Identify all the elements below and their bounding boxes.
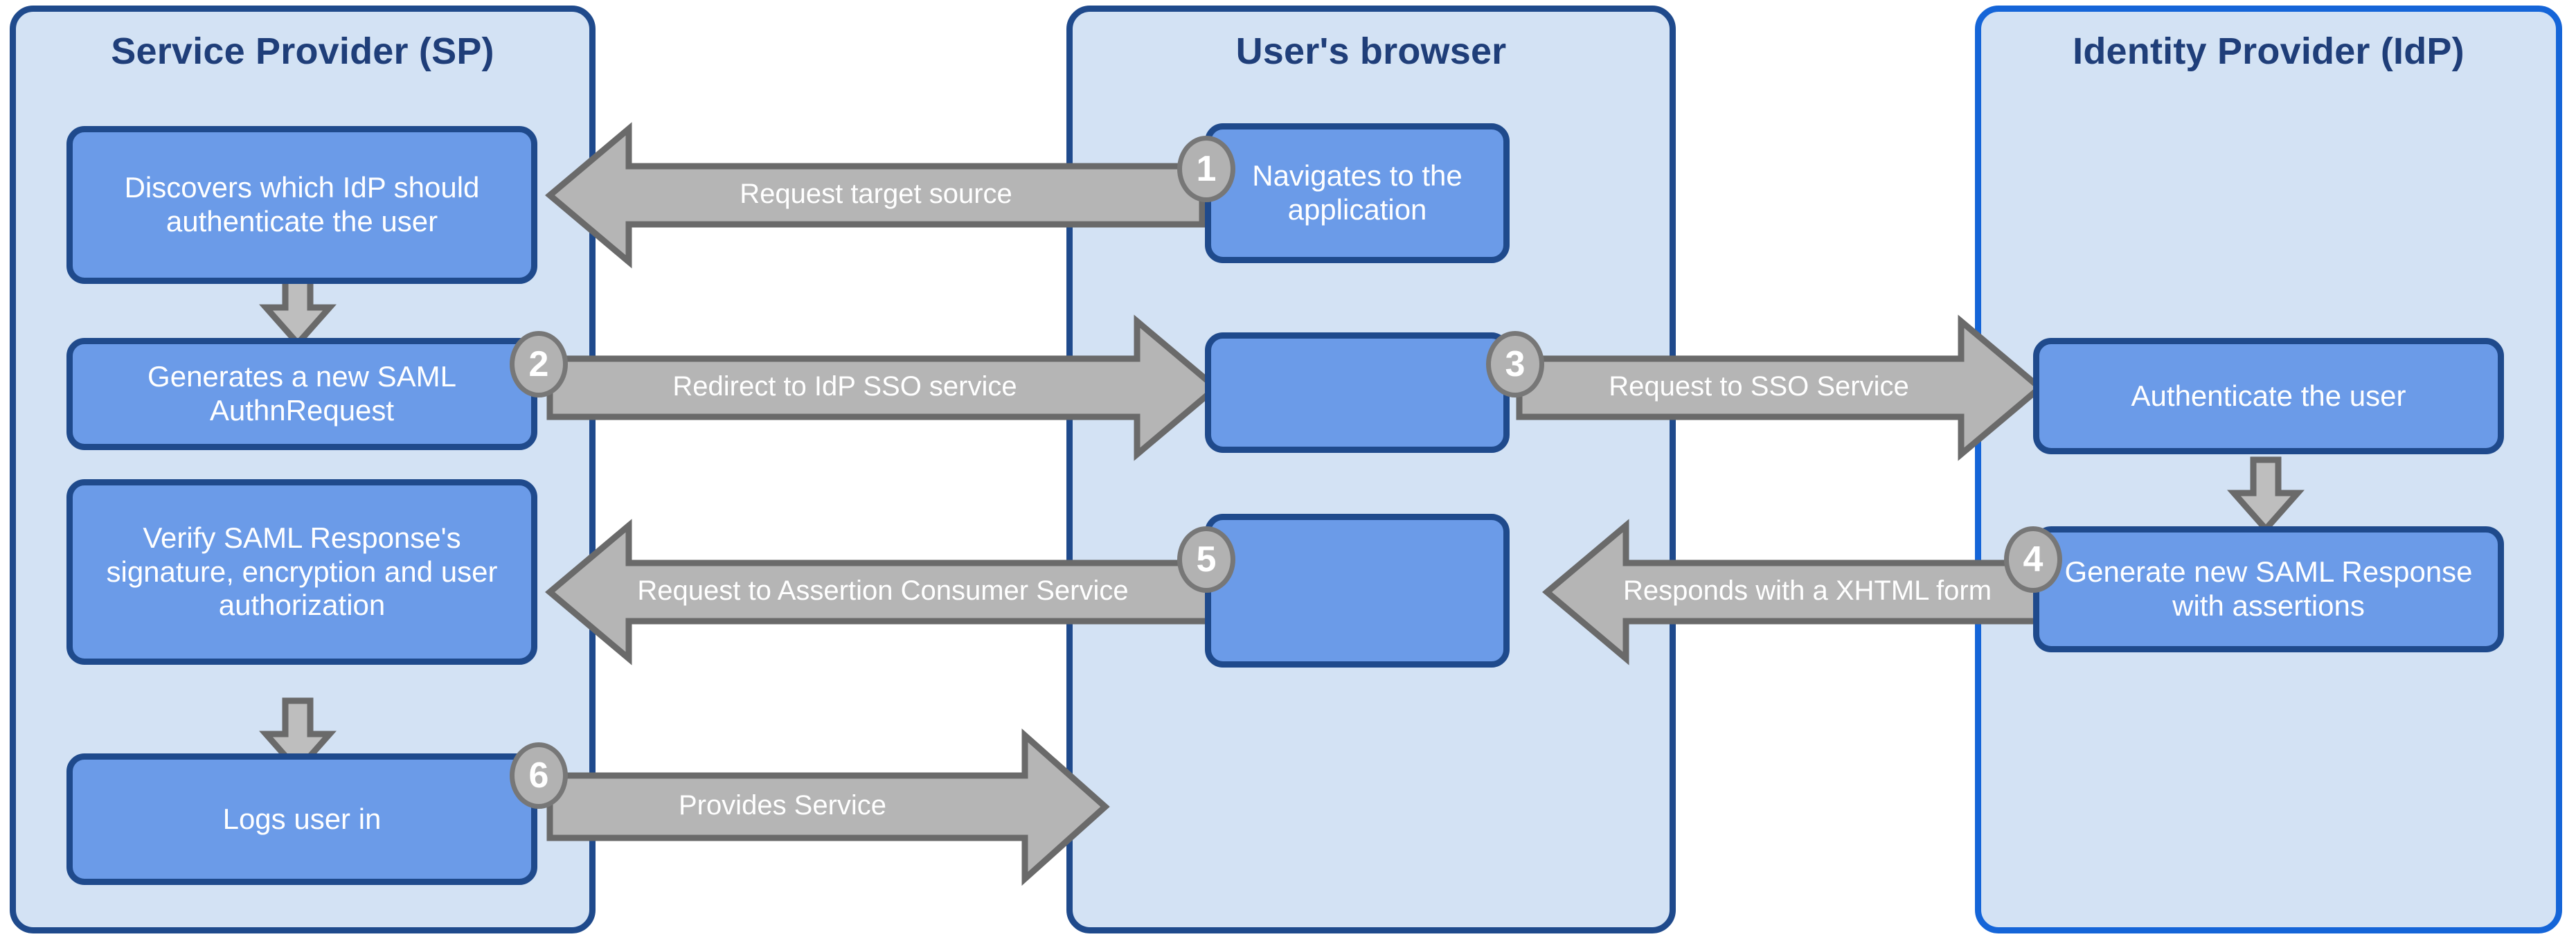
node-idp-generate-response-label: Generate new SAML Response with assertio… [2064,555,2473,622]
step-badge-6: 6 [510,742,568,809]
node-sp-logs-user-in[interactable]: Logs user in [66,753,537,885]
arrow-label-step-1: Request target source [740,179,1012,209]
arrow-label-step-2: Redirect to IdP SSO service [672,371,1017,402]
arrow-label-step-6: Provides Service [678,790,887,821]
lane-title-user-browser: User's browser [1235,30,1507,72]
step-badge-6-number: 6 [528,755,549,796]
step-badge-5-number: 5 [1196,539,1217,580]
node-sp-generates-authnrequest[interactable]: Generates a new SAML AuthnRequest [66,338,537,450]
step-badge-5: 5 [1177,526,1235,593]
step-badge-2-number: 2 [528,344,549,384]
step-badge-4: 4 [2004,526,2062,593]
lane-title-identity-provider: Identity Provider (IdP) [2073,30,2465,72]
node-browser-acs-post[interactable] [1205,514,1510,668]
lane-title-service-provider: Service Provider (SP) [111,30,494,72]
node-browser-navigates-to-app[interactable]: Navigates to the application [1205,123,1510,263]
step-badge-2: 2 [510,331,568,397]
connector-idp-auth-to-generate [2227,456,2305,534]
step-badge-3: 3 [1486,331,1544,397]
node-sp-logs-user-in-label: Logs user in [222,802,382,835]
arrow-label-step-3: Request to SSO Service [1609,371,1909,402]
node-sp-discovers-idp-label: Discovers which IdP should authenticate … [124,171,480,238]
connector-sp-verify-to-login [259,697,337,775]
arrow-label-step-5: Request to Assertion Consumer Service [637,575,1129,606]
arrow-step-6 [546,728,1110,886]
node-idp-authenticate-user[interactable]: Authenticate the user [2033,338,2504,454]
node-browser-sso-redirect[interactable] [1205,332,1510,453]
node-idp-authenticate-user-label: Authenticate the user [2131,379,2406,412]
step-badge-4-number: 4 [2023,539,2043,580]
node-idp-generate-response[interactable]: Generate new SAML Response with assertio… [2033,526,2504,652]
step-badge-1-number: 1 [1196,149,1217,189]
node-browser-navigates-to-app-label: Navigates to the application [1252,159,1463,226]
step-badge-1: 1 [1177,136,1235,202]
step-badge-3-number: 3 [1505,344,1526,384]
node-sp-generates-authnrequest-label: Generates a new SAML AuthnRequest [147,360,456,427]
node-sp-discovers-idp[interactable]: Discovers which IdP should authenticate … [66,126,537,284]
arrow-label-step-4: Responds with a XHTML form [1622,575,1992,606]
node-sp-verify-response-label: Verify SAML Response's signature, encryp… [106,521,498,622]
node-sp-verify-response[interactable]: Verify SAML Response's signature, encryp… [66,479,537,665]
